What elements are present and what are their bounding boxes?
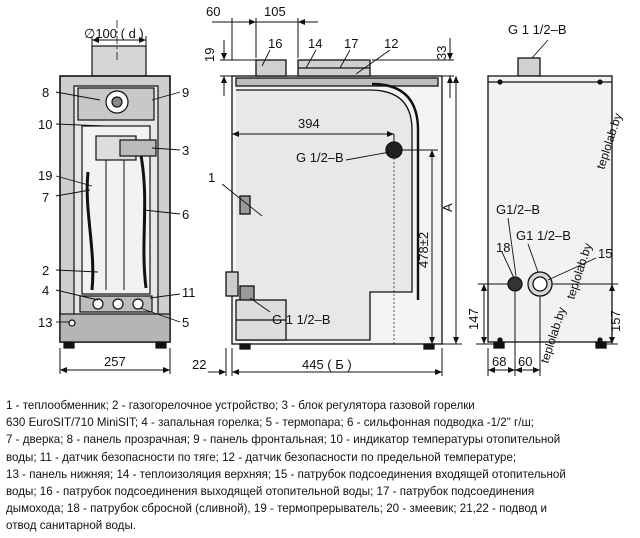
front-leaders bbox=[55, 91, 181, 323]
dim-394: 394 bbox=[298, 116, 320, 131]
thread-top: G 1 1/2–B bbox=[508, 22, 567, 37]
callout-7: 7 bbox=[42, 190, 49, 205]
side-dimensions bbox=[208, 18, 462, 376]
callout-4: 4 bbox=[42, 283, 49, 298]
dim-19: 19 bbox=[202, 48, 217, 62]
callout-14: 14 bbox=[308, 36, 322, 51]
front-view bbox=[59, 20, 171, 349]
technical-drawing: ∅100 ( d ) 257 8 9 10 3 19 7 6 2 4 11 5 … bbox=[38, 4, 625, 376]
thread-mid: G 1/2–B bbox=[296, 150, 344, 165]
callout-6: 6 bbox=[182, 207, 189, 222]
thread-right-a: G1/2–B bbox=[496, 202, 540, 217]
callout-13: 13 bbox=[38, 315, 52, 330]
legend-line: воды; 16 - патрубок подсоединения выходя… bbox=[6, 485, 535, 499]
legend-line: дымохода; 18 - патрубок сбросной (сливно… bbox=[6, 502, 547, 516]
dim-257: 257 bbox=[104, 354, 126, 369]
dim-105: 105 bbox=[264, 4, 286, 19]
legend: 1 - теплообменник; 2 - газогорелочное ус… bbox=[6, 397, 638, 535]
callout-16: 16 bbox=[268, 36, 282, 51]
dim-diameter: ∅100 ( d ) bbox=[84, 26, 144, 41]
legend-line: 630 EuroSIT/710 MiniSIT; 4 - запальная г… bbox=[6, 416, 535, 430]
side-view bbox=[225, 59, 443, 350]
dim-147: 147 bbox=[466, 308, 481, 330]
dim-22: 22 bbox=[192, 357, 206, 372]
thread-bottom: G 1 1/2–B bbox=[272, 312, 331, 327]
legend-line: 7 - дверка; 8 - панель прозрачная; 9 - п… bbox=[6, 433, 561, 447]
legend-line: воды; 11 - датчик безопасности по тяге; … bbox=[6, 450, 517, 464]
callout-1: 1 bbox=[208, 170, 215, 185]
dim-33: 33 bbox=[434, 46, 449, 60]
callout-15: 15 bbox=[598, 246, 612, 261]
callout-9: 9 bbox=[182, 85, 189, 100]
rear-view bbox=[487, 57, 613, 349]
legend-line: 13 - панель нижняя; 14 - теплоизоляция в… bbox=[6, 467, 566, 481]
front-dimensions bbox=[59, 36, 171, 374]
callout-3: 3 bbox=[182, 143, 189, 158]
legend-line: отвод санитарной воды. bbox=[6, 519, 136, 533]
callout-2: 2 bbox=[42, 263, 49, 278]
dim-157: 157 bbox=[608, 310, 623, 332]
dim-A: A bbox=[440, 203, 455, 212]
callout-18: 18 bbox=[496, 240, 510, 255]
legend-line: 1 - теплообменник; 2 - газогорелочное ус… bbox=[6, 399, 475, 412]
dim-60-rear: 60 bbox=[518, 354, 532, 369]
side-leaders bbox=[221, 49, 391, 313]
callout-17: 17 bbox=[344, 36, 358, 51]
dim-68: 68 bbox=[492, 354, 506, 369]
dim-445: 445 ( Б ) bbox=[302, 357, 352, 372]
callout-10: 10 bbox=[38, 117, 52, 132]
callout-5: 5 bbox=[182, 315, 189, 330]
rear-leaders bbox=[501, 39, 597, 281]
rear-dimensions bbox=[476, 283, 618, 376]
dim-478: 478±2 bbox=[416, 232, 431, 268]
callout-8: 8 bbox=[42, 85, 49, 100]
callout-12: 12 bbox=[384, 36, 398, 51]
callout-19: 19 bbox=[38, 168, 52, 183]
callout-11: 11 bbox=[182, 285, 196, 300]
thread-right-b: G1 1/2–B bbox=[516, 228, 571, 243]
dim-60: 60 bbox=[206, 4, 220, 19]
